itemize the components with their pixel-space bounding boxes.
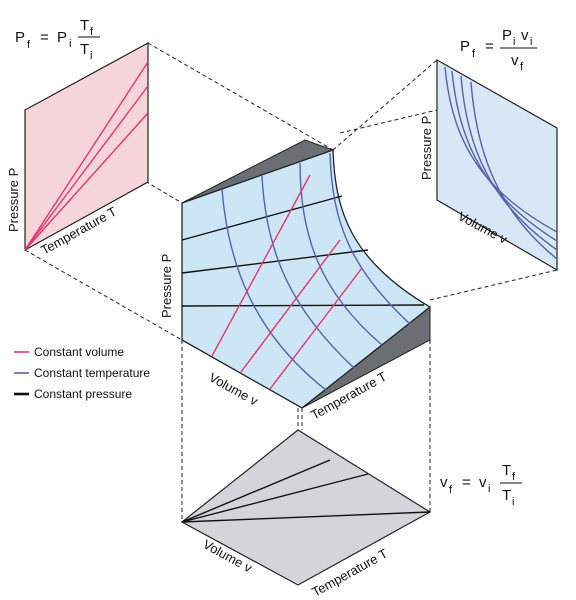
pt-panel (24, 41, 149, 252)
eq-subscript: f (449, 484, 453, 496)
pt-y-axis-label: Pressure P (6, 168, 21, 232)
legend-item-constant-pressure: Constant pressure (14, 387, 132, 401)
isobar-line (181, 304, 425, 307)
isotherm-curve (451, 70, 558, 242)
pv-panel (436, 58, 558, 272)
legend-label: Constant pressure (34, 387, 132, 401)
isotherm-curve (470, 81, 558, 260)
eq-term: P (460, 38, 470, 55)
eq-subscript: i (488, 483, 490, 495)
eq-subscript: i (69, 38, 71, 50)
surface-isotherms (221, 152, 411, 391)
legend-label: Constant temperature (34, 366, 150, 380)
eq-equals: = (462, 474, 471, 491)
isotherm-curve (460, 75, 558, 251)
surface-face (181, 149, 432, 409)
eq-subscript: f (472, 48, 476, 60)
eq-denominator: T (80, 41, 89, 58)
vt-panel (180, 429, 432, 586)
eq-term: P (57, 29, 67, 46)
isobar-line (181, 511, 431, 523)
projection-line (332, 59, 438, 151)
eq-subscript: i (90, 50, 92, 62)
isotherm-curve (329, 152, 411, 325)
isochore-line (24, 61, 149, 251)
eq-subscript: i (530, 36, 532, 48)
pv-isotherms (444, 66, 558, 260)
eq-subscript: i (513, 36, 515, 48)
isobar-line (181, 473, 369, 523)
surface-isochores (211, 174, 363, 390)
legend-item-constant-volume: Constant volume (14, 345, 124, 359)
eq-term: v (440, 474, 448, 491)
isotherm-curve (221, 188, 327, 391)
surface-isobars (181, 195, 425, 307)
projection-line (429, 269, 558, 301)
eq-subscript: f (27, 39, 31, 51)
eq-subscript: i (512, 496, 514, 508)
pt-isochores (24, 61, 149, 251)
eq-numerator: T (502, 462, 511, 479)
pt-equation: P f = P i T f T i (15, 17, 100, 62)
isochore-line (269, 267, 363, 390)
projection-line (24, 249, 183, 341)
legend-item-constant-temperature: Constant temperature (14, 366, 150, 380)
eq-subscript: f (90, 26, 94, 38)
isotherm-curve (444, 66, 558, 233)
vt-panel-face (180, 429, 432, 586)
pv-y-axis-label: Pressure P (419, 116, 434, 180)
eq-term: v (479, 474, 487, 491)
isochore-line (24, 85, 149, 251)
vt-isobars (181, 459, 431, 523)
eq-subscript: f (512, 471, 516, 483)
eq-denominator: T (502, 487, 511, 504)
isobar-line (181, 249, 369, 274)
legend: Constant volume Constant temperature Con… (14, 345, 150, 401)
eq-term: P (15, 29, 25, 46)
isochore-line (211, 174, 311, 357)
projection-line (339, 109, 438, 134)
eq-equals: = (40, 29, 49, 46)
surface-y-axis-label: Pressure P (159, 254, 174, 318)
legend-label: Constant volume (34, 345, 124, 359)
isotherm-curve (299, 162, 383, 346)
eq-denominator: v (511, 52, 519, 69)
isobar-line (181, 459, 331, 523)
pt-panel-face (24, 41, 149, 252)
isobar-line (181, 195, 343, 241)
projection-line (147, 42, 334, 151)
vt-equation: v f = v i T f T i (440, 462, 522, 508)
pv-panel-face (436, 58, 558, 272)
eq-numerator: v (521, 27, 529, 44)
isotherm-curve (261, 175, 355, 369)
eq-numerator: T (80, 17, 89, 34)
eq-equals: = (485, 38, 494, 55)
isochore-line (24, 112, 149, 251)
pvt-surface (181, 139, 432, 409)
eq-numerator: P (502, 27, 512, 44)
pv-equation: P f = P i v i v f (460, 27, 537, 73)
isochore-line (240, 239, 341, 373)
eq-subscript: f (520, 61, 524, 73)
